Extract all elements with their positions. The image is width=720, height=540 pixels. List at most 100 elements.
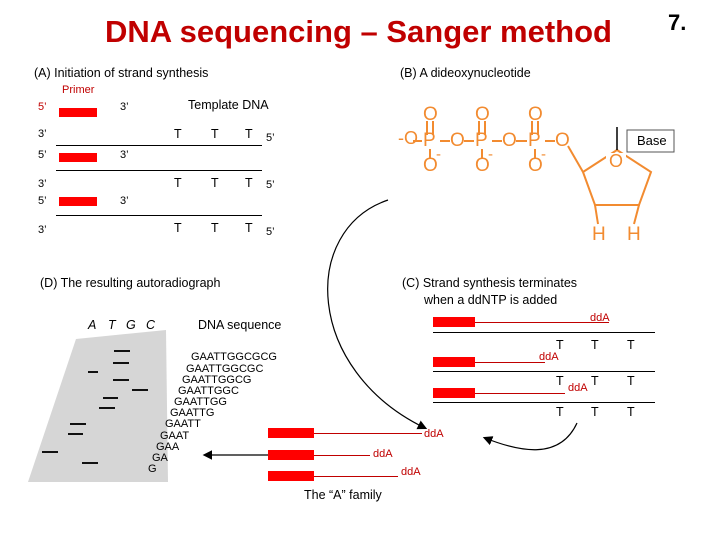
extended-strand [475, 362, 545, 363]
primer-5-end: 5’ [38, 195, 47, 207]
oxygen-atom: O [528, 104, 543, 125]
primer-3-end: 3’ [120, 149, 129, 161]
template-3-end: 3’ [38, 128, 47, 140]
template-base: T [174, 176, 182, 190]
dda-terminator: ddA [539, 351, 559, 363]
template-strand [433, 402, 655, 403]
phosphorus-atom: P [528, 130, 541, 151]
primer-5-end: 5’ [38, 149, 47, 161]
template-strand [56, 145, 262, 146]
template-base: T [174, 127, 182, 141]
phosphorus-atom: P [423, 130, 436, 151]
sequence-fragment: G [148, 463, 157, 475]
dda-terminator: ddA [373, 448, 393, 460]
a-family-fragment [268, 428, 314, 438]
template-base: T [174, 221, 182, 235]
primer-strand [59, 108, 97, 117]
template-dna-label: Template DNA [188, 98, 269, 112]
template-base: T [211, 176, 219, 190]
hydrogen-atom: H [627, 224, 641, 245]
primer-label: Primer [62, 84, 95, 96]
template-3-end: 3’ [38, 224, 47, 236]
hydrogen-atom: H [592, 224, 606, 245]
negative-charge: - [436, 146, 441, 163]
extended-strand [314, 455, 370, 456]
sequence-fragment: GAATTG [170, 407, 215, 419]
primer-strand [433, 317, 475, 327]
page-title: DNA sequencing – Sanger method [105, 14, 612, 49]
panel-c-caption-line1: (C) Strand synthesis terminates [402, 276, 578, 290]
template-strand [433, 371, 655, 372]
lane-label-t: T [108, 318, 116, 332]
arrow-c-bend [482, 422, 578, 451]
oxygen-atom: O [475, 155, 490, 176]
oxygen-atom: O [423, 155, 438, 176]
negative-charge: - [541, 146, 546, 163]
sequence-fragment: GAATTGGCGC [186, 363, 264, 375]
slide-number: 7. [668, 10, 687, 35]
oxygen-atom: O [555, 130, 570, 151]
arrow-b-to-c [327, 199, 428, 430]
ring-oxygen-atom: O [609, 151, 624, 171]
template-strand [56, 170, 262, 171]
oxygen-atom: O [502, 130, 517, 151]
extended-strand [475, 393, 565, 394]
dda-terminator: ddA [401, 466, 421, 478]
dna-sequence-label: DNA sequence [198, 318, 282, 332]
sequence-fragment: GA [152, 452, 168, 464]
template-base: T [627, 405, 635, 419]
template-base: T [556, 338, 564, 352]
oxygen-atom: O [450, 130, 465, 151]
template-base: T [556, 405, 564, 419]
sequence-fragment: GAATTGGCG [182, 374, 252, 386]
template-5-end: 5’ [266, 226, 275, 238]
sequence-fragment: GAA [156, 441, 180, 453]
template-base: T [245, 221, 253, 235]
gel-slab [28, 330, 168, 482]
oxygen-atom: O [475, 104, 490, 125]
a-family-fragment [268, 450, 314, 460]
base-label: Base [637, 133, 667, 148]
phosphorus-atom: P [475, 130, 488, 151]
template-5-end: 5’ [266, 179, 275, 191]
lane-label-g: G [126, 318, 136, 332]
panel-a-caption: (A) Initiation of strand synthesis [34, 66, 209, 80]
extended-strand [475, 322, 609, 323]
oxygen-negative-atom: -O [398, 128, 418, 148]
panel-b-caption: (B) A dideoxynucleotide [400, 66, 531, 80]
panel-d-caption: (D) The resulting autoradiograph [40, 276, 221, 290]
extended-strand [314, 476, 398, 477]
template-3-end: 3’ [38, 178, 47, 190]
template-base: T [211, 127, 219, 141]
lane-label-c: C [146, 318, 156, 332]
primer-strand [59, 153, 97, 162]
oxygen-atom: O [423, 104, 438, 125]
template-strand [433, 332, 655, 333]
template-base: T [627, 374, 635, 388]
dda-terminator: ddA [590, 312, 610, 324]
dda-terminator: ddA [568, 382, 588, 394]
lane-label-a: A [88, 318, 97, 332]
template-base: T [245, 127, 253, 141]
extended-strand [314, 433, 422, 434]
template-5-end: 5’ [266, 132, 275, 144]
base-box [626, 129, 675, 153]
primer-strand [59, 197, 97, 206]
primer-strand [433, 388, 475, 398]
a-family-label: The “A” family [304, 488, 382, 502]
sequence-fragment: GAATTGG [174, 396, 227, 408]
panel-c-caption-line2: when a ddNTP is added [424, 293, 558, 307]
sequence-fragment: GAAT [160, 430, 190, 442]
primer-3-end: 3’ [120, 195, 129, 207]
sequence-fragment: GAATT [165, 418, 201, 430]
a-family-fragment [268, 471, 314, 481]
negative-charge: - [488, 146, 493, 163]
template-base: T [627, 338, 635, 352]
dda-terminator: ddA [424, 428, 444, 440]
template-base: T [591, 405, 599, 419]
oxygen-atom: O [528, 155, 543, 176]
template-base: T [245, 176, 253, 190]
